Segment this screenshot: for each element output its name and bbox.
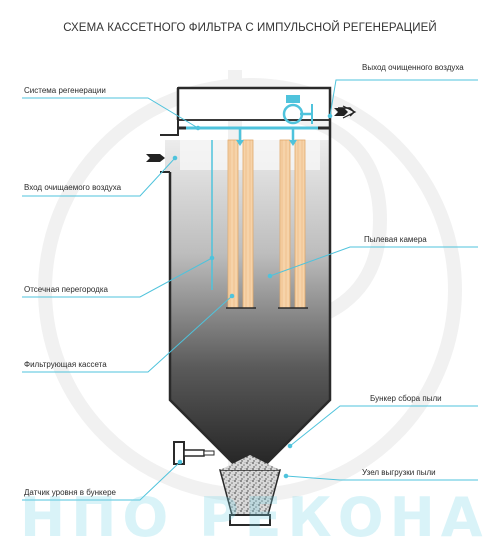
regeneration-system bbox=[186, 95, 318, 146]
inlet-arrow bbox=[146, 154, 165, 162]
watermark-logo: НПО РЕКОНА bbox=[20, 486, 489, 549]
label-inlet: Вход очищаемого воздуха bbox=[24, 183, 122, 192]
outlet-arrow bbox=[334, 108, 348, 116]
leader-lines bbox=[22, 79, 478, 501]
label-partition: Отсечная перегородка bbox=[24, 285, 108, 294]
label-dust-chamber: Пылевая камера bbox=[364, 235, 427, 244]
label-hopper: Бункер сбора пыли bbox=[370, 394, 442, 403]
label-level-sensor: Датчик уровня в бункере bbox=[24, 488, 116, 497]
discharge-unit bbox=[219, 455, 281, 526]
filter-cassettes bbox=[226, 139, 308, 309]
diagram-title: СХЕМА КАССЕТНОГО ФИЛЬТРА С ИМПУЛЬСНОЙ РЕ… bbox=[63, 22, 437, 34]
label-cassette: Фильтрующая кассета bbox=[24, 360, 107, 369]
label-regeneration: Система регенерации bbox=[24, 86, 106, 95]
label-outlet: Выход очищенного воздуха bbox=[362, 63, 464, 72]
label-discharge: Узел выгрузки пыли bbox=[362, 468, 436, 477]
